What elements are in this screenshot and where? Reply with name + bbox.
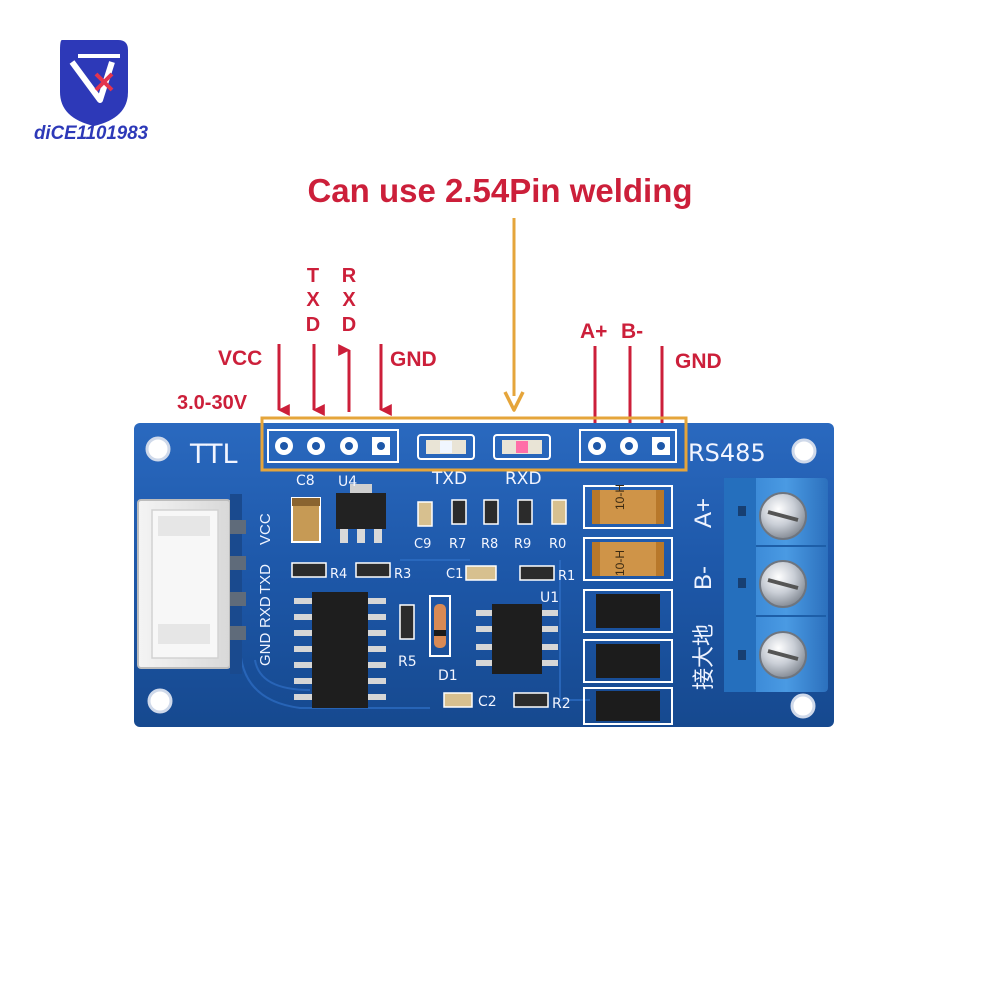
tvs-2-marking: 10-H xyxy=(613,550,627,576)
rs485-header-pads xyxy=(579,429,677,463)
led-rxd xyxy=(493,434,551,460)
mount-hole-bl xyxy=(147,688,173,714)
r8-silk: R8 xyxy=(481,537,498,552)
jst-connector xyxy=(137,494,246,674)
r2-silk: R2 xyxy=(552,696,571,712)
ttl-header-pads xyxy=(267,429,399,463)
r5-silk: R5 xyxy=(398,654,417,670)
c9-silk: C9 xyxy=(414,537,431,552)
rs485-silk: RS485 xyxy=(688,439,766,467)
terminal-a-silk: A+ xyxy=(690,498,717,528)
txd-label-d: D xyxy=(306,314,320,336)
smd-passives-top xyxy=(417,499,567,527)
brand-logo: diCE1101983 xyxy=(34,40,148,144)
mount-hole-tr xyxy=(791,438,817,464)
u1-silk: U1 xyxy=(540,590,559,606)
diode-d1 xyxy=(429,595,451,657)
resistor-r5 xyxy=(399,604,415,640)
screw-terminal xyxy=(724,478,828,692)
led-rxd-silk: RXD xyxy=(505,469,542,489)
side-pin-rxd: RXD xyxy=(257,596,274,628)
r1-silk: R1 xyxy=(558,569,575,584)
led-txd-silk: TXD xyxy=(431,469,467,489)
a-plus-label: A+ xyxy=(580,320,607,343)
pin-arrows xyxy=(277,344,664,426)
resistors-r4-r3 xyxy=(291,562,391,578)
headline-arrow xyxy=(503,218,525,412)
led-txd xyxy=(417,434,475,460)
r9-silk: R9 xyxy=(514,537,531,552)
side-pin-txd: TXD xyxy=(257,564,274,594)
c2-silk: C2 xyxy=(478,694,497,710)
tvs-1-marking: 10-H xyxy=(613,484,627,510)
u4-silk: U4 xyxy=(338,474,357,490)
r4-silk: R4 xyxy=(330,567,347,582)
b-minus-label: B- xyxy=(621,320,643,343)
pin-header-highlight xyxy=(260,416,688,472)
headline-text: Can use 2.54Pin welding xyxy=(307,172,692,209)
side-pin-gnd: GND xyxy=(257,633,274,667)
ground-cn-silk: 接大地 xyxy=(691,624,716,690)
protection-diodes xyxy=(583,589,673,725)
voltage-label: 3.0-30V xyxy=(177,392,248,414)
mount-hole-tl xyxy=(145,436,171,462)
vcc-label: VCC xyxy=(218,347,262,370)
gnd-left-label: GND xyxy=(390,348,437,371)
rxd-label-x: X xyxy=(342,289,356,311)
ic-u1 xyxy=(476,604,558,674)
rxd-label-d: D xyxy=(342,314,356,336)
regulator-u4 xyxy=(336,484,386,543)
ttl-silk: TTL xyxy=(189,439,238,470)
capacitor-c8 xyxy=(291,497,321,543)
d1-silk: D1 xyxy=(438,668,458,684)
side-pin-labels: VCC TXD RXD GND xyxy=(257,513,274,666)
side-pin-vcc: VCC xyxy=(257,513,274,545)
terminal-b-silk: B- xyxy=(690,566,717,590)
passives-c2-r2 xyxy=(443,692,549,708)
rxd-label-r: R xyxy=(342,265,357,287)
passives-c1-r1 xyxy=(465,565,555,581)
brand-logo-text: diCE1101983 xyxy=(34,123,148,144)
txd-label-t: T xyxy=(307,265,319,287)
tvs-parts xyxy=(583,485,673,581)
gnd-right-label: GND xyxy=(675,350,722,373)
ic-soic14 xyxy=(294,592,386,708)
c8-silk: C8 xyxy=(296,473,315,489)
r0-silk: R0 xyxy=(549,537,566,552)
r7-silk: R7 xyxy=(449,537,466,552)
pin-labels: VCC 3.0-30V T X D R X D GND A+ B- GND xyxy=(177,265,722,414)
txd-label-x: X xyxy=(306,289,320,311)
r3-silk: R3 xyxy=(394,567,411,582)
c1-silk: C1 xyxy=(446,567,463,582)
mount-hole-br xyxy=(790,693,816,719)
